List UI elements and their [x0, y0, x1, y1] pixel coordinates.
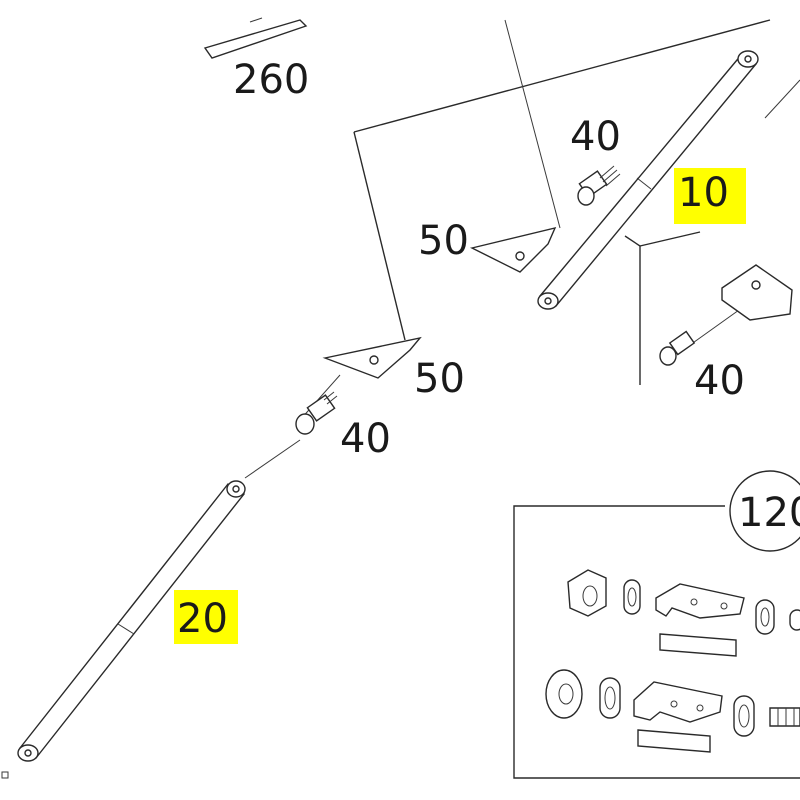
- bolt-40-mid[interactable]: [295, 391, 338, 435]
- bolt-40-top[interactable]: [577, 165, 621, 206]
- highlight-10: [674, 168, 746, 224]
- callout-10[interactable]: 10: [678, 170, 729, 216]
- callout-20[interactable]: 20: [177, 596, 228, 642]
- rod-10[interactable]: [537, 50, 759, 310]
- rod-20[interactable]: [17, 480, 246, 762]
- bolt-40-right[interactable]: [659, 330, 696, 366]
- callout-40-mid[interactable]: 40: [340, 416, 391, 462]
- part-260-fragment: [203, 17, 308, 59]
- highlight-20: [174, 590, 238, 644]
- callout-50-mid[interactable]: 50: [414, 356, 465, 402]
- kit-parts-row-2: [545, 669, 800, 753]
- callout-120[interactable]: 120: [738, 490, 800, 536]
- leader-lines: [244, 19, 800, 479]
- callout-40-top[interactable]: 40: [570, 114, 621, 160]
- kit-parts-row-1: [567, 569, 800, 657]
- callout-40-right[interactable]: 40: [694, 358, 745, 404]
- bracket-50-mid[interactable]: [322, 336, 422, 379]
- bracket-50-top[interactable]: [469, 226, 557, 273]
- bracket-right[interactable]: [721, 264, 793, 321]
- callout-260[interactable]: 260: [233, 57, 309, 103]
- corner-mark: [1, 771, 9, 779]
- callout-50-top[interactable]: 50: [418, 218, 469, 264]
- kit-box-120: [513, 470, 800, 779]
